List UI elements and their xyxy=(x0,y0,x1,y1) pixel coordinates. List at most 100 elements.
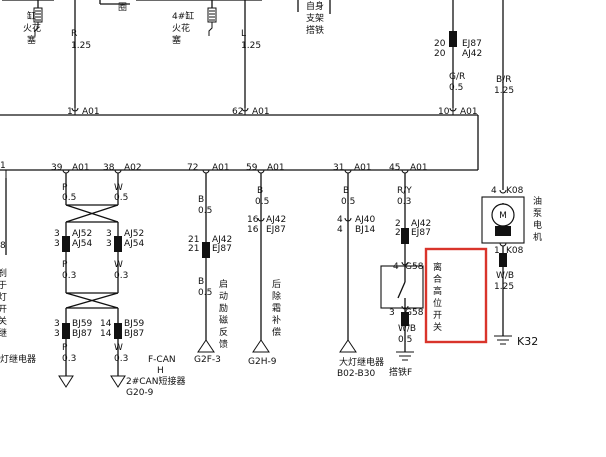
bracket-line3: 搭铁 xyxy=(306,24,324,36)
svg-text:45: 45 xyxy=(389,163,400,173)
coil-label: 圈 xyxy=(118,2,127,13)
svg-text:P: P xyxy=(62,260,68,270)
svg-text:3: 3 xyxy=(389,308,395,318)
svg-text:位: 位 xyxy=(433,297,442,309)
svg-text:油: 油 xyxy=(533,195,542,207)
svg-text:反: 反 xyxy=(219,327,228,338)
svg-text:0.3: 0.3 xyxy=(397,197,411,207)
wire-br-gauge: 1.25 xyxy=(494,86,514,96)
wire-gr-gauge: 0.5 xyxy=(449,83,463,93)
svg-text:G58: G58 xyxy=(405,262,424,272)
svg-text:14: 14 xyxy=(100,329,112,339)
svg-text:A01: A01 xyxy=(267,163,285,173)
svg-text:W/B: W/B xyxy=(398,324,416,334)
svg-text:0.5: 0.5 xyxy=(198,206,212,216)
svg-text:AJ42: AJ42 xyxy=(266,215,286,225)
svg-text:B: B xyxy=(198,195,204,205)
svg-text:0.3: 0.3 xyxy=(114,271,128,281)
svg-text:后: 后 xyxy=(272,279,281,290)
svg-text:G2H-9: G2H-9 xyxy=(248,357,277,367)
svg-text:62: 62 xyxy=(232,107,243,117)
pin-top-1: 1 A01 xyxy=(67,107,100,117)
headlamp-relay-line2: B02-B30 xyxy=(337,369,375,379)
coil-left: 圈 xyxy=(99,0,130,13)
svg-text:K08: K08 xyxy=(506,246,524,256)
spark-plug-left: 缸 火花 塞 xyxy=(2,0,54,46)
svg-text:A01: A01 xyxy=(410,163,428,173)
svg-text:关: 关 xyxy=(0,315,7,327)
svg-text:A01: A01 xyxy=(212,163,230,173)
wire-r-color: R xyxy=(71,29,77,39)
svg-text:21: 21 xyxy=(188,244,199,254)
svg-text:AJ52: AJ52 xyxy=(72,229,92,239)
pin-top-62: 62 A01 xyxy=(232,107,270,117)
svg-text:BJ59: BJ59 xyxy=(124,319,145,329)
svg-text:K08: K08 xyxy=(506,186,524,196)
plug4-line2: 火花 xyxy=(172,22,190,34)
svg-text:0.5: 0.5 xyxy=(398,335,412,345)
left-edge-labels: 8 刹 于 灯 开 关 继 灯继电器 xyxy=(0,178,36,365)
svg-text:A01: A01 xyxy=(460,107,478,117)
svg-text:W/B: W/B xyxy=(496,271,514,281)
channel-59: 59 A01 B 0.5 16 AJ42 16 EJ87 后 除 霜 补 偿 G… xyxy=(246,163,286,367)
svg-text:机: 机 xyxy=(533,231,542,243)
bracket-ground: 自身 支架 搭铁 xyxy=(297,0,331,36)
svg-text:霜: 霜 xyxy=(272,303,281,314)
svg-text:0.5: 0.5 xyxy=(341,197,355,207)
svg-text:M: M xyxy=(499,211,507,221)
svg-text:开: 开 xyxy=(0,304,7,315)
channel-31: 31 A01 B 0.5 4 AJ40 4 BJ14 大灯继电器 B02-B30 xyxy=(333,163,384,379)
svg-text:灯: 灯 xyxy=(0,292,7,303)
bracket-line1: 自身 xyxy=(306,0,324,12)
svg-text:4: 4 xyxy=(393,262,399,272)
svg-text:A01: A01 xyxy=(252,107,270,117)
svg-text:21: 21 xyxy=(188,235,199,245)
svg-text:泵: 泵 xyxy=(533,208,542,219)
svg-text:2: 2 xyxy=(395,228,401,238)
svg-text:偿: 偿 xyxy=(272,326,281,338)
ground-f: 搭铁F xyxy=(389,366,412,378)
svg-text:0.5: 0.5 xyxy=(62,193,76,203)
svg-text:16: 16 xyxy=(247,225,259,235)
svg-text:BJ59: BJ59 xyxy=(72,319,93,329)
svg-text:W: W xyxy=(114,343,123,353)
svg-text:0.3: 0.3 xyxy=(114,354,128,364)
svg-text:0.5: 0.5 xyxy=(114,193,128,203)
svg-text:2: 2 xyxy=(395,219,401,229)
svg-text:G58: G58 xyxy=(405,308,424,318)
svg-text:离: 离 xyxy=(433,261,442,273)
svg-text:AJ54: AJ54 xyxy=(72,239,93,249)
svg-text:电: 电 xyxy=(533,219,542,231)
plug-left-line2: 火花 xyxy=(23,22,41,34)
highlight-label: 离 合 高 位 开 关 xyxy=(433,261,442,333)
svg-text:刹: 刹 xyxy=(0,268,7,279)
svg-text:38: 38 xyxy=(103,163,115,173)
pin-top-10: 10 A01 xyxy=(438,107,478,117)
svg-text:励: 励 xyxy=(219,303,228,314)
svg-text:0.5: 0.5 xyxy=(255,197,269,207)
headlamp-relay-line1: 大灯继电器 xyxy=(339,356,384,368)
svg-text:3: 3 xyxy=(54,239,60,249)
svg-text:EJ87: EJ87 xyxy=(212,244,232,254)
svg-text:继: 继 xyxy=(0,327,7,339)
svg-text:1.25: 1.25 xyxy=(494,282,514,292)
svg-text:G2F-3: G2F-3 xyxy=(194,355,221,365)
pin-bottom-1: 1 xyxy=(0,161,7,178)
svg-text:39: 39 xyxy=(51,163,63,173)
svg-text:EJ87: EJ87 xyxy=(266,225,286,235)
svg-text:B: B xyxy=(257,186,263,196)
fuel-pump: 4 K08 M 1 K08 油 泵 电 机 W/B 1.25 K32 xyxy=(481,186,542,348)
svg-text:W: W xyxy=(114,183,123,193)
svg-text:B: B xyxy=(343,186,349,196)
svg-text:10: 10 xyxy=(438,107,450,117)
wire-gr-color: G/R xyxy=(449,72,465,82)
svg-text:72: 72 xyxy=(187,163,198,173)
svg-text:BJ87: BJ87 xyxy=(72,329,92,339)
svg-text:关: 关 xyxy=(433,321,442,333)
svg-text:3: 3 xyxy=(54,319,60,329)
fcan-line1: F-CAN xyxy=(148,355,176,365)
highlight-box xyxy=(424,247,488,344)
conn20-top: 20 xyxy=(434,39,446,49)
svg-text:31: 31 xyxy=(333,163,344,173)
conn-aj42: AJ42 xyxy=(462,49,482,59)
